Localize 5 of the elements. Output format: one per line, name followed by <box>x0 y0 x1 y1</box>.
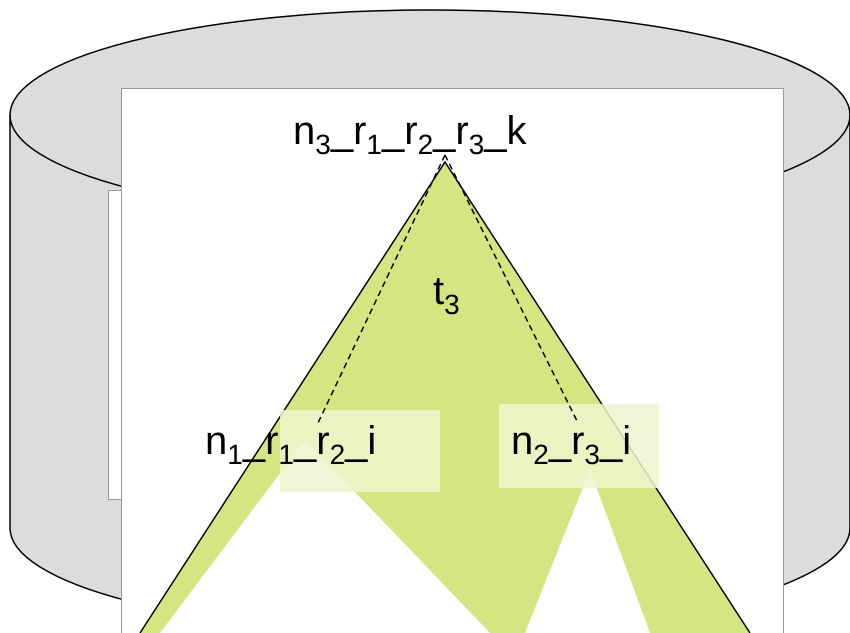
dashed-line <box>444 154 579 424</box>
node-label: n$_{3}$_r$_{1}$_r$_{2}$_r$_{3}$_k <box>293 111 527 159</box>
page-card <box>108 190 122 500</box>
tree-label: t$_{3}$ <box>433 271 460 319</box>
node-label: n$_{2}$_r$_{3}$_i <box>511 421 632 469</box>
